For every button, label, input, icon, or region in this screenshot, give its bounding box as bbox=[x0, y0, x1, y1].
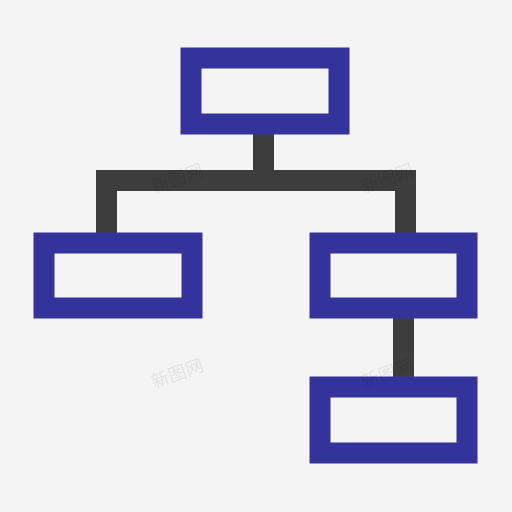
edge-horizontal-bar bbox=[96, 170, 416, 191]
nodes bbox=[33, 47, 478, 464]
left-child-node bbox=[33, 232, 203, 319]
edge-left-down bbox=[96, 170, 117, 234]
edge-right-to-grandchild bbox=[393, 318, 414, 378]
right-grandchild-node bbox=[309, 376, 478, 464]
edge-right-down bbox=[395, 170, 416, 234]
connector-lines bbox=[96, 133, 416, 378]
edge-root-down bbox=[253, 133, 274, 175]
right-child-node bbox=[309, 232, 478, 319]
root-node bbox=[180, 47, 350, 135]
